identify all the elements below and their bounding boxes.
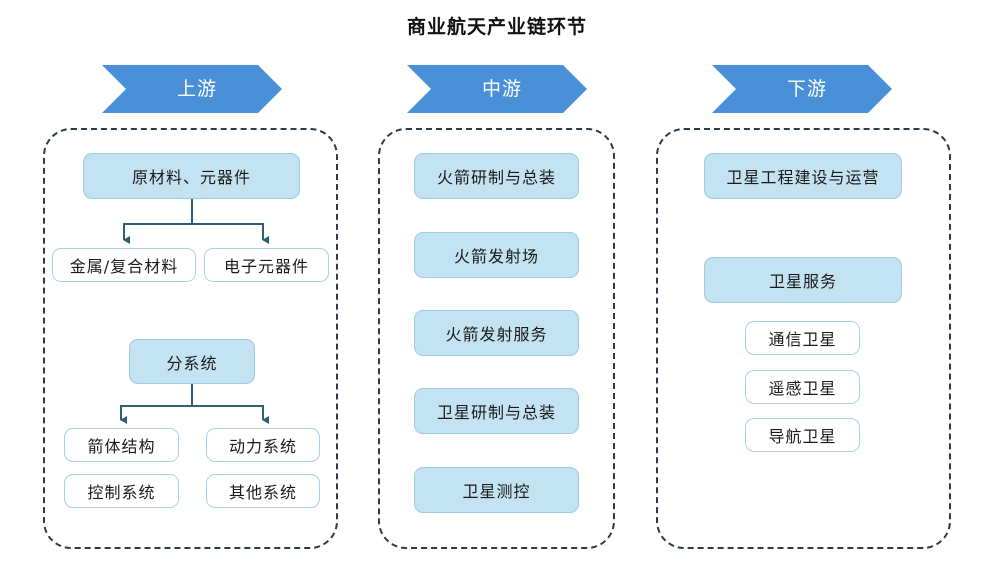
node-control-system: 控制系统 <box>64 474 179 508</box>
stage-label-downstream: 下游 <box>786 78 827 100</box>
node-communication-satellite: 通信卫星 <box>745 321 860 355</box>
node-satellite-manufacturing: 卫星研制与总装 <box>414 388 579 434</box>
node-other-systems: 其他系统 <box>206 474 320 508</box>
node-metal-composites: 金属/复合材料 <box>52 248 196 282</box>
node-propulsion-system: 动力系统 <box>206 428 320 462</box>
node-remote-sensing-satellite: 遥感卫星 <box>745 370 860 404</box>
upstream-container <box>43 128 338 549</box>
node-electronic-components: 电子元器件 <box>204 248 329 282</box>
stage-chevron-upstream: 上游 <box>102 65 282 113</box>
chevron-arrow-icon <box>407 65 587 113</box>
node-satellite-engineering-operations: 卫星工程建设与运营 <box>704 153 902 199</box>
node-satellite-services: 卫星服务 <box>704 257 902 303</box>
node-navigation-satellite: 导航卫星 <box>745 418 860 452</box>
downstream-container <box>656 128 951 549</box>
stage-label-midstream: 中游 <box>481 78 522 100</box>
node-subsystems: 分系统 <box>129 339 255 384</box>
midstream-container <box>378 128 615 549</box>
node-launch-services: 火箭发射服务 <box>414 310 579 356</box>
stage-chevron-midstream: 中游 <box>407 65 587 113</box>
chevron-arrow-icon <box>712 65 892 113</box>
page-title: 商业航天产业链环节 <box>406 16 587 38</box>
node-raw-materials: 原材料、元器件 <box>83 153 300 199</box>
node-rocket-structure: 箭体结构 <box>64 428 179 462</box>
stage-label-upstream: 上游 <box>176 78 217 100</box>
node-launch-site: 火箭发射场 <box>414 232 579 278</box>
node-rocket-manufacturing: 火箭研制与总装 <box>414 153 579 199</box>
connector-subsystems <box>120 384 269 424</box>
chevron-arrow-icon <box>102 65 282 113</box>
node-satellite-tt-c: 卫星测控 <box>414 467 579 513</box>
connector-materials <box>123 199 269 244</box>
stage-chevron-downstream: 下游 <box>712 65 892 113</box>
